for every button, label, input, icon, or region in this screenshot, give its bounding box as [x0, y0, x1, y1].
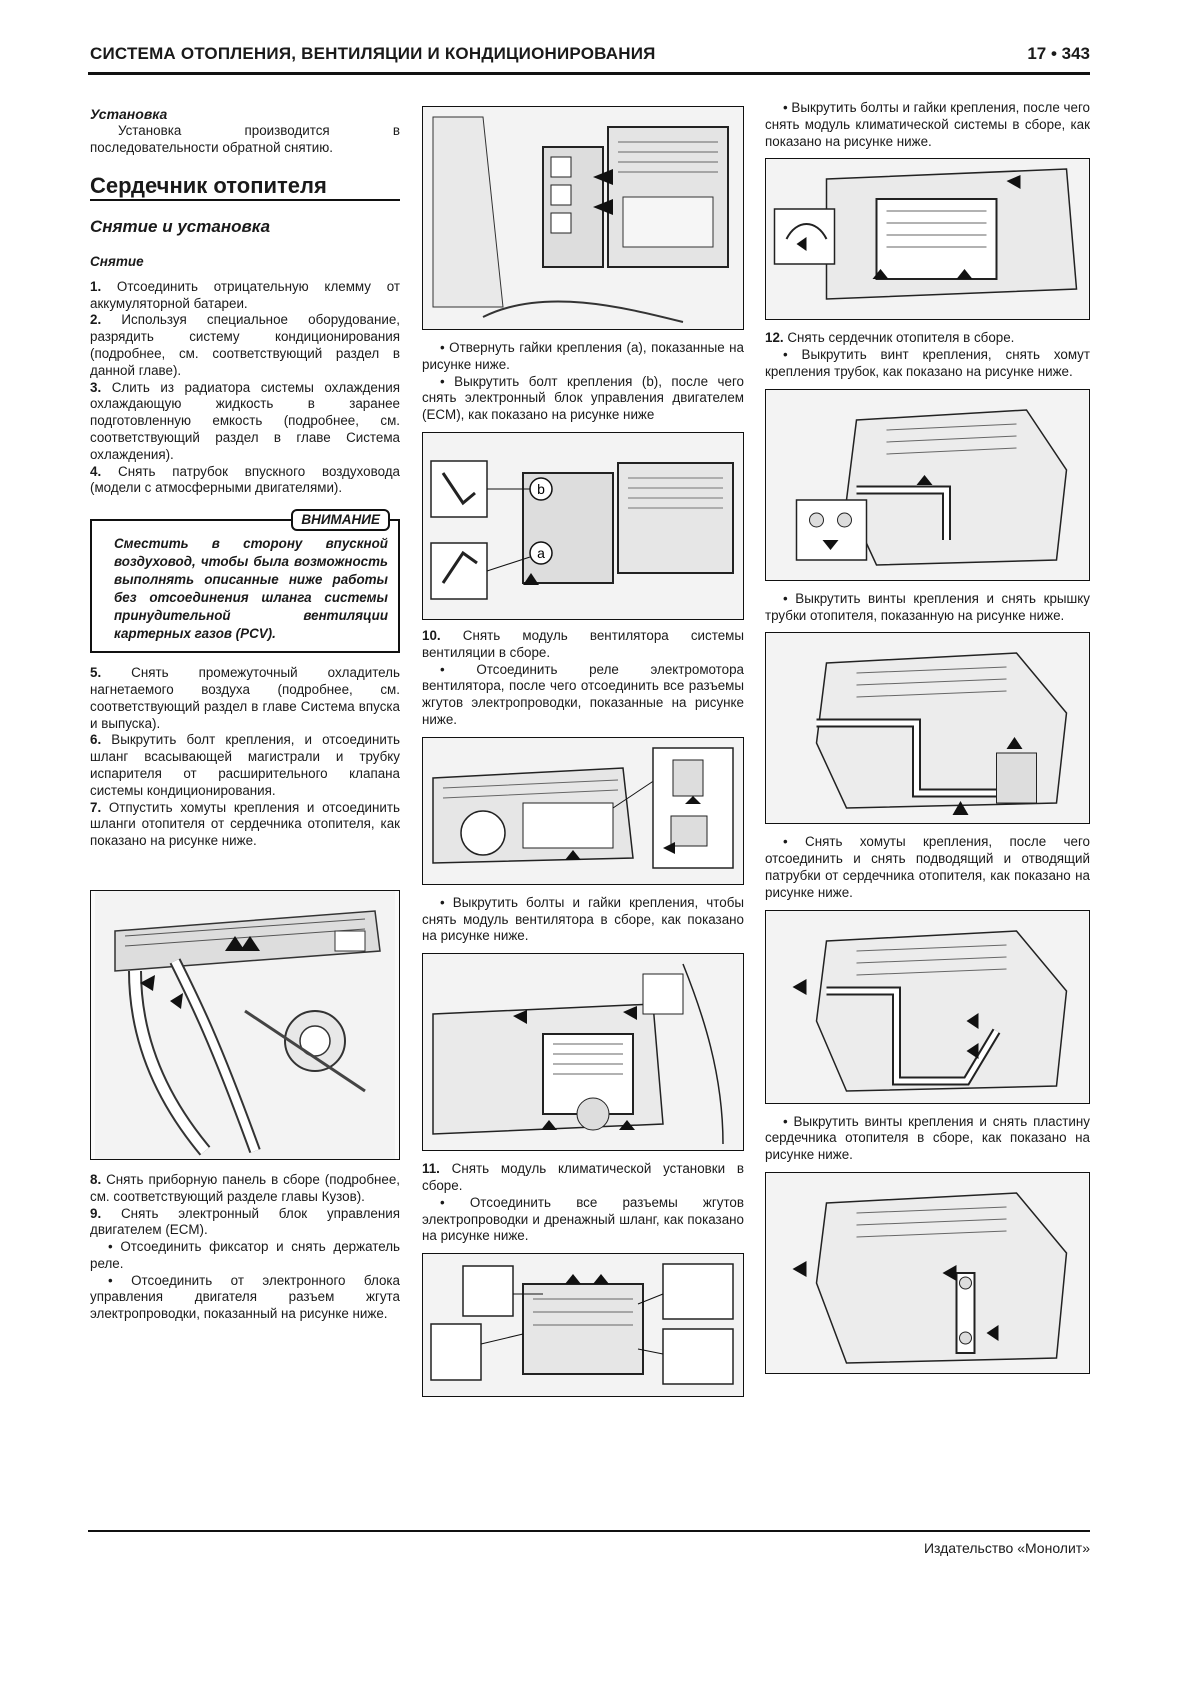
- install-text: Установка производится в последовательно…: [90, 122, 400, 155]
- hvac-illustration-icon: [766, 159, 1089, 320]
- step-9-bullet-2: • Отсоединить от электронного блока упра…: [90, 1272, 400, 1322]
- heater-pipes-text: • Снять хомуты крепления, после чего отс…: [765, 834, 1090, 900]
- warning-text: Сместить в сторону впускной воздуховод, …: [114, 536, 388, 642]
- header-rule: [88, 72, 1090, 75]
- dashboard-illustration-icon: [423, 737, 743, 884]
- blower-illustration-icon: [423, 954, 743, 1151]
- step-11: 11. Снять модуль климатической установки…: [422, 1161, 744, 1193]
- step-1: 1. Отсоединить отрицательную клемму от а…: [90, 278, 400, 311]
- warning-label: ВНИМАНИЕ: [291, 509, 390, 532]
- engine-bay-illustration-icon: [95, 890, 395, 1159]
- ecm-relay-holder-figure: [422, 106, 744, 330]
- blower-module-bolts-figure: [422, 953, 744, 1152]
- step-2: 2. Используя специальное оборудование, р…: [90, 312, 400, 378]
- step-3: 3. Слить из радиатора системы охлаждения…: [90, 379, 400, 462]
- heater-core-illustration-icon: [766, 389, 1089, 580]
- core-plate-text: • Выкрутить винты крепления и снять плас…: [765, 1113, 1090, 1163]
- ecm-nuts-bolt-figure: b a: [422, 431, 744, 620]
- heater-hoses-figure: [90, 889, 400, 1160]
- step-10-bullet: • Отсоединить реле электромотора вентиля…: [422, 661, 744, 727]
- heater-core-illustration-icon: [766, 1172, 1089, 1373]
- pipe-cover-figure: [765, 632, 1090, 825]
- hvac-bolts-text: • Выкрутить болты и гайки крепления, пос…: [765, 100, 1090, 149]
- pipe-clamp-figure: [765, 388, 1090, 581]
- ecm-nuts-text: • Отвернуть гайки крепления (a), показан…: [422, 340, 744, 372]
- step-8: 8. Снять приборную панель в сборе (подро…: [90, 1171, 400, 1204]
- step-11-bullet: • Отсоединить все разъемы жгутов электро…: [422, 1194, 744, 1244]
- install-heading: Установка: [90, 106, 168, 122]
- step-5: 5. Снять промежуточный охладитель нагнет…: [90, 665, 400, 731]
- ecm-illustration-icon: [423, 107, 743, 329]
- step-7: 7. Отпустить хомуты крепления и отсоедин…: [90, 799, 400, 849]
- ecm-bolt-text: • Выкрутить болт крепления (b), после че…: [422, 373, 744, 423]
- heater-core-illustration-icon: [766, 633, 1089, 824]
- publisher-footer: Издательство «Монолит»: [923, 1540, 1090, 1556]
- heater-pipes-figure: [765, 909, 1090, 1104]
- column-right: • Выкрутить болты и гайки крепления, пос…: [765, 100, 1090, 1374]
- warning-box: ВНИМАНИЕ Сместить в сторону впускной воз…: [90, 509, 400, 654]
- step-6: 6. Выкрутить болт крепления, и отсоедини…: [90, 732, 400, 798]
- step-9-bullet-1: • Отсоединить фиксатор и снять держатель…: [90, 1239, 400, 1271]
- label-a: a: [537, 545, 545, 561]
- label-b: b: [537, 481, 545, 497]
- ecm-illustration-icon: b a: [423, 432, 743, 619]
- column-middle: • Отвернуть гайки крепления (a), показан…: [422, 106, 744, 1398]
- pipe-cover-text: • Выкрутить винты крепления и снять крыш…: [765, 590, 1090, 623]
- heater-core-illustration-icon: [766, 910, 1089, 1103]
- step-12-bullet: • Выкрутить винт крепления, снять хомут …: [765, 347, 1090, 379]
- removal-heading: Снятие: [90, 253, 144, 269]
- blower-bolts-text: • Выкрутить болты и гайки крепления, что…: [422, 894, 744, 944]
- hvac-module-bolts-figure: [765, 158, 1090, 321]
- column-left: Установка Установка производится в после…: [90, 106, 400, 1323]
- subsection-title: Снятие и установка: [90, 217, 271, 237]
- step-4: 4. Снять патрубок впускного воздуховода …: [90, 463, 400, 496]
- running-header-title: СИСТЕМА ОТОПЛЕНИЯ, ВЕНТИЛЯЦИИ И КОНДИЦИО…: [90, 44, 656, 63]
- page-number: 17 • 343: [1027, 44, 1090, 63]
- heater-core-plate-figure: [765, 1171, 1090, 1374]
- blower-connectors-figure: [422, 736, 744, 885]
- step-9: 9. Снять электронный блок управления дви…: [90, 1205, 400, 1238]
- wiring-illustration-icon: [423, 1254, 743, 1397]
- hvac-connectors-figure: [422, 1253, 744, 1398]
- footer-rule: [88, 1530, 1090, 1532]
- step-12: 12. Снять сердечник отопителя в сборе.: [765, 330, 1015, 346]
- step-10: 10. Снять модуль вентилятора системы вен…: [422, 627, 744, 660]
- section-title: Сердечник отопителя: [90, 175, 400, 202]
